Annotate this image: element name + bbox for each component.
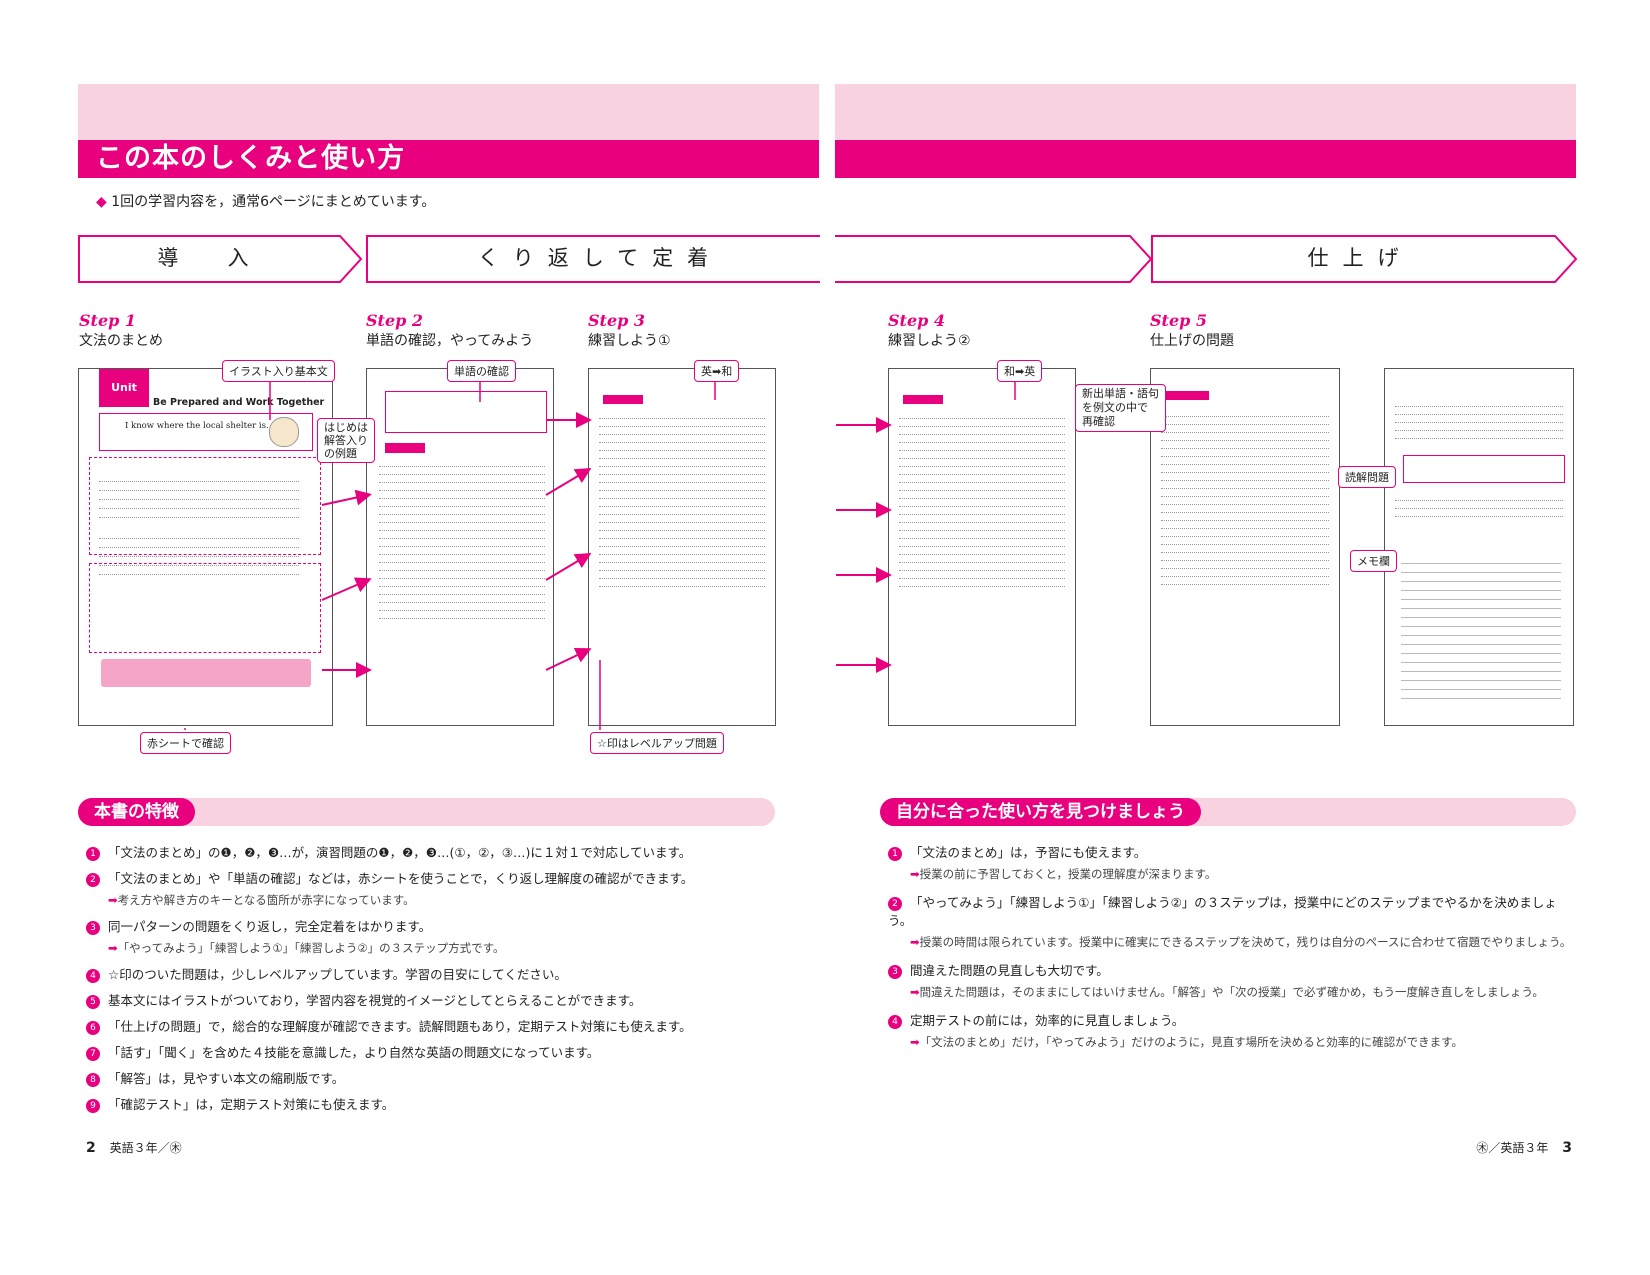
feature-sub: ➡「やってみよう」「練習しよう①」「練習しよう②」の３ステップ方式です。 [108,941,505,955]
callout-reading: 読解問題 [1338,466,1396,488]
diamond-icon: ◆ [96,194,107,210]
arrow-right-icon: ➡ [910,935,920,949]
step-3: Step 3 練習しよう① [588,311,671,349]
arrow-right-icon: ➡ [108,893,118,907]
mini-page-words [366,368,554,726]
howto-heading: 自分に合った使い方を見つけましょう [880,798,1201,826]
callout-red-sheet: 赤シートで確認 [140,732,231,754]
mini-page-practice1 [588,368,776,726]
features-list: 1「文法のまとめ」の❶，❷，❸…が，演習問題の❶，❷，❸…(①，②，③…)に１対… [86,844,786,1114]
stage-intro-label: 導 入 [157,246,263,270]
flow-arrows [184,378,1016,730]
mini-page-grammar: Unit 4(1) Be Prepared and Work Together … [78,368,333,726]
page-title: この本のしくみと使い方 [78,140,819,178]
arrow-right-icon: ➡ [910,985,920,999]
feature-item: 6「仕上げの問題」で，総合的な理解度が確認できます。読解問題もあり，定期テスト対… [86,1018,786,1036]
howto-sub: ➡「文法のまとめ」だけ，「やってみよう」だけのように，見直す場所を決めると効率的… [910,1035,1464,1049]
arrow-right-icon: ➡ [108,941,118,955]
feature-item: 4☆印のついた問題は，少しレベルアップしています。学習の目安にしてください。 [86,966,786,984]
arrow-right-icon: ➡ [910,1035,920,1049]
footer-left: 2 英語３年／㊍ [86,1140,182,1156]
intro-text: ◆ 1回の学習内容を，通常6ページにまとめています。 [96,194,436,210]
howto-sub: ➡間違えた問題は，そのままにしてはいけません。「解答」や「次の授業」で必ず確かめ… [910,985,1544,999]
feature-item: 8「解答」は，見やすい本文の縮刷版です。 [86,1070,786,1088]
page-number-right: 3 [1562,1140,1572,1156]
stage-arrows [78,235,1578,283]
callout-word-check: 単語の確認 [447,360,516,382]
step-2: Step 2 単語の確認，やってみよう [366,311,534,349]
stage-intro-arrow [78,235,363,283]
header-band-right [835,84,1576,140]
feature-item: 9「確認テスト」は，定期テスト対策にも使えます。 [86,1096,786,1114]
feature-item: 7「話す」「聞く」を含めた４技能を意識した，より自然な英語の問題文になっています… [86,1044,786,1062]
unit-title: Be Prepared and Work Together [153,397,325,408]
howto-item: 1「文法のまとめ」は，予習にも使えます。 [888,844,1578,862]
callout-j2e: 和➡英 [997,360,1043,382]
stage-repeat-arrow-left [366,235,820,283]
callout-e2j: 英➡和 [694,360,740,382]
stage-finish-label: 仕上げ [1307,246,1413,270]
page-number-left: 2 [86,1140,96,1156]
howto-sub: ➡授業の前に予習しておくと，授業の理解度が深まります。 [910,867,1217,881]
step-4: Step 4 練習しよう② [888,311,971,349]
stage-repeat-label: くり返して定着 [477,246,723,270]
stage-finish-arrow [1151,235,1578,283]
feature-item: 2「文法のまとめ」や「単語の確認」などは，赤シートを使うことで，くり返し理解度の… [86,870,786,888]
howto-list: 1「文法のまとめ」は，予習にも使えます。 ➡授業の前に予習しておくと，授業の理解… [888,844,1578,1062]
callout-level-up: ☆印はレベルアップ問題 [590,732,724,754]
illustration-icon [269,417,299,447]
mini-page-final-b [1384,368,1574,726]
base-sentence: I know where the local shelter is. [125,421,269,431]
callout-example: はじめは 解答入り の例題 [317,418,375,463]
howto-sub: ➡授業の時間は限られています。授業中に確実にできるステップを決めて，残りは自分の… [910,935,1572,949]
footer-right: ㊍／英語３年 3 [1476,1140,1572,1156]
features-heading: 本書の特徴 [78,798,195,826]
unit-badge: Unit 4(1) [99,369,149,432]
callout-memo: メモ欄 [1350,550,1397,572]
step-5: Step 5 仕上げの問題 [1150,311,1234,349]
howto-item: 2「やってみよう」「練習しよう①」「練習しよう②」の３ステップは，授業中にどのス… [888,895,1557,928]
callout-new-words: 新出単語・語句 を例文の中で 再確認 [1075,384,1166,432]
header-band-right-dark [835,140,1576,178]
header-band-left [78,84,819,140]
feature-item: 1「文法のまとめ」の❶，❷，❸…が，演習問題の❶，❷，❸…(①，②，③…)に１対… [86,844,786,862]
mini-page-practice2 [888,368,1076,726]
arrow-right-icon: ➡ [910,867,920,881]
callout-illust: イラスト入り基本文 [222,360,335,382]
step-1: Step 1 文法のまとめ [79,311,163,349]
feature-sub: ➡考え方や解き方のキーとなる箇所が赤字になっています。 [108,893,415,907]
mini-page-final-a [1150,368,1340,726]
